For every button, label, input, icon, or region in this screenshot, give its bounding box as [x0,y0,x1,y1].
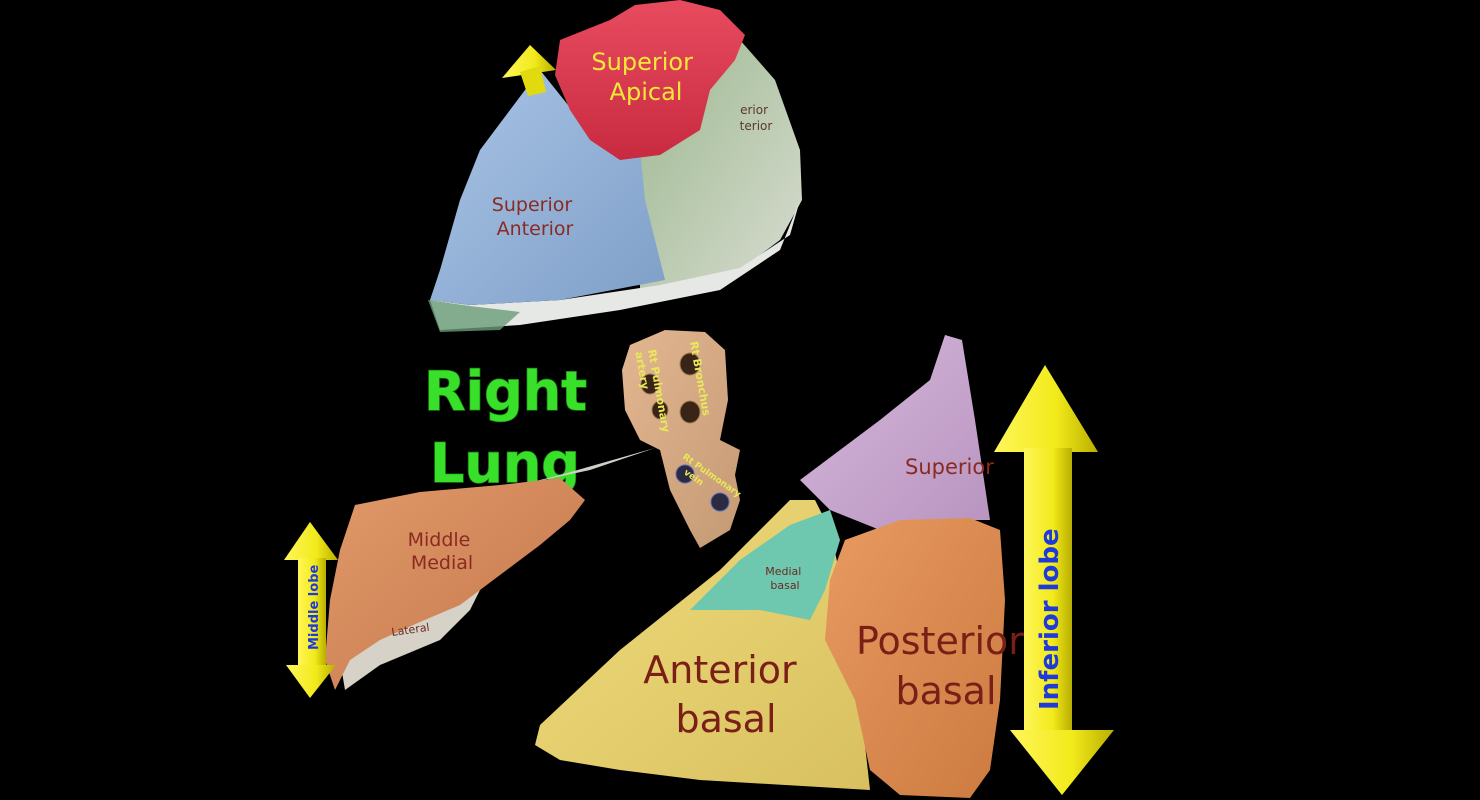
middle-lobe-arrow-label: Middle lobe [307,565,322,650]
hilum: Rt Pulmonary artery Rt Bronchus Rt Pulmo… [520,330,742,548]
upper-lobe: Superior Apical Superior Anterior erior … [428,0,802,332]
upper-anterior-label: Superior Anterior [492,194,578,240]
medial-basal-label: Medial basal [765,565,805,592]
upper-anterior-segment [430,70,665,305]
inferior-lobe-arrow: Inferior lobe [994,365,1114,795]
anterior-basal-label: Anterior basal [643,648,809,741]
middle-lateral-segment [340,590,480,690]
posterior-basal-label: Posterior basal [856,619,1036,713]
superior-segment [800,335,990,530]
medial-basal-segment [690,510,840,620]
apical-segment [555,0,745,160]
inferior-lobe: Superior Medial basal Anterior basal Pos… [535,335,1114,798]
upper-posterior-label: erior terior [740,103,773,133]
superior-segment-label: Superior [905,455,994,479]
upper-lobe-arrow [502,45,556,96]
vessel-openings [640,352,730,512]
posterior-basal-segment [825,518,1005,798]
middle-medial-label: Middle Medial [408,529,477,574]
inferior-lobe-arrow-label: Inferior lobe [1035,528,1065,710]
apical-label: Superior Apical [591,48,700,106]
upper-lobe-base-shadow [428,300,520,332]
middle-medial-segment [325,478,585,690]
middle-lateral-label: Lateral [391,621,431,639]
middle-lobe: Middle Medial Lateral Middle lobe [284,478,585,698]
middle-lobe-arrow: Middle lobe [284,522,338,698]
title-right: Right [424,360,587,423]
